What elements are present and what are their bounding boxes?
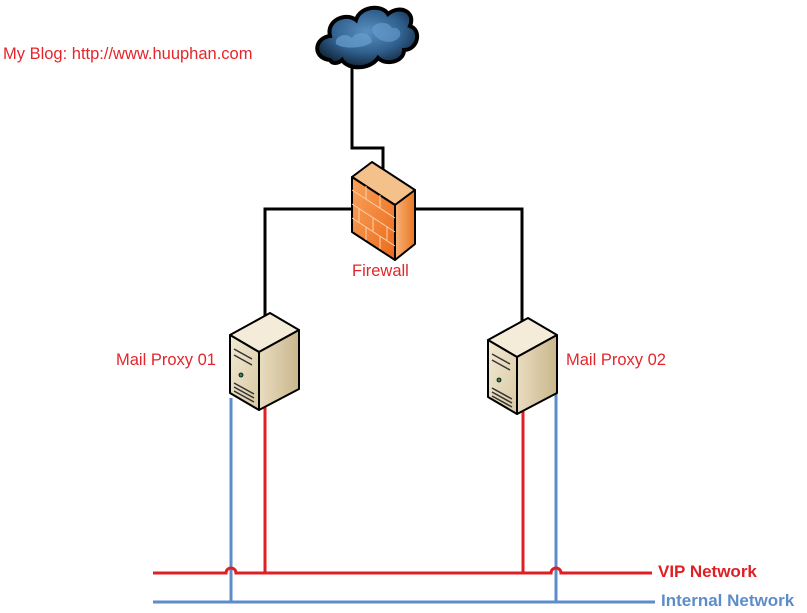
firewall-icon [351,161,416,261]
vip-network-label: VIP Network [658,562,757,581]
link-firewall-proxy02 [383,207,524,322]
vip-network-bus [153,566,652,575]
blog-url-label: My Blog: http://www.huuphan.com [3,45,253,63]
firewall-label: Firewall [352,262,409,280]
server-icon-proxy-02 [487,317,558,415]
internal-network-label: Internal Network [661,591,795,610]
cloud-icon [315,5,420,70]
mail-proxy-02-label: Mail Proxy 02 [566,351,666,369]
server-icon-proxy-01 [229,312,300,411]
link-firewall-proxy01 [263,207,383,318]
mail-proxy-01-label: Mail Proxy 01 [116,351,216,369]
server-drop-lines [229,390,558,602]
